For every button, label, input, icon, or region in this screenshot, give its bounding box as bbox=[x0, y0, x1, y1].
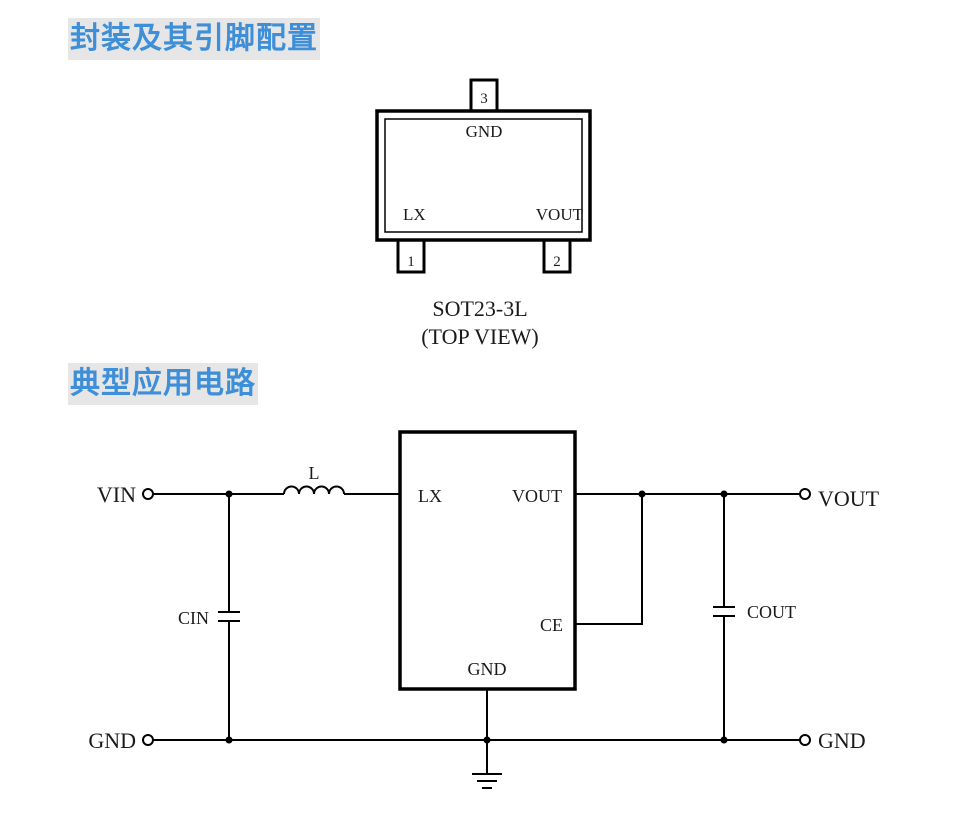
pin-3-name: GND bbox=[466, 122, 503, 141]
junction-dot bbox=[638, 490, 646, 498]
junction-dot bbox=[720, 490, 728, 498]
ce-wire bbox=[575, 494, 643, 625]
gnd-left-terminal bbox=[142, 734, 154, 746]
ic-pin-vout: VOUT bbox=[512, 486, 562, 506]
vin-terminal bbox=[142, 488, 154, 500]
gnd-right-label: GND bbox=[818, 728, 866, 753]
cout-label: COUT bbox=[747, 602, 796, 622]
junction-dot bbox=[225, 736, 233, 744]
package-heading: 封装及其引脚配置 bbox=[68, 18, 320, 60]
package-body bbox=[375, 109, 592, 242]
gnd-right-terminal bbox=[799, 734, 811, 746]
ic-body bbox=[398, 430, 577, 691]
pin-2-name: VOUT bbox=[536, 205, 584, 224]
ic-pin-gnd: GND bbox=[468, 659, 507, 679]
gnd-left-label: GND bbox=[88, 728, 136, 753]
package-view: (TOP VIEW) bbox=[421, 324, 539, 349]
junction-dot bbox=[225, 490, 233, 498]
circuit-heading: 典型应用电路 bbox=[68, 363, 258, 405]
inductor-label: L bbox=[309, 463, 320, 483]
vout-terminal bbox=[799, 488, 811, 500]
ic-pin-ce: CE bbox=[540, 615, 563, 635]
ic-pin-lx: LX bbox=[418, 486, 442, 506]
pin-2-number: 2 bbox=[553, 254, 561, 270]
vin-label: VIN bbox=[97, 482, 136, 507]
vout-terminal-label: VOUT bbox=[818, 486, 880, 511]
inductor-symbol bbox=[283, 485, 345, 495]
junction-dot bbox=[720, 736, 728, 744]
package-diagram: 3 1 2 GND LX VOUT bbox=[375, 78, 592, 274]
package-body-inner bbox=[384, 118, 583, 233]
package-name: SOT23-3L bbox=[432, 296, 528, 321]
pin-2-tab bbox=[542, 238, 572, 274]
junction-dot bbox=[483, 736, 491, 744]
cin-label: CIN bbox=[178, 608, 209, 628]
pin-1-number: 1 bbox=[407, 254, 415, 270]
pin-1-name: LX bbox=[403, 205, 426, 224]
pin-3-number: 3 bbox=[480, 91, 488, 107]
pin-1-tab bbox=[396, 238, 426, 274]
